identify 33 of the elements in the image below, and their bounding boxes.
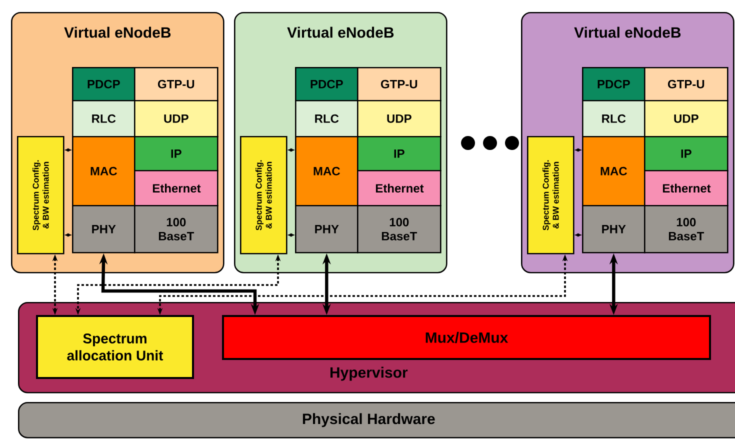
protocol-cell: RLC xyxy=(582,100,646,138)
protocol-cell: MAC xyxy=(295,136,358,206)
protocol-cell: MAC xyxy=(72,136,136,206)
protocol-cell: RLC xyxy=(72,100,136,138)
protocol-cell: UDP xyxy=(357,100,442,138)
protocol-cell: Ethernet xyxy=(644,170,728,206)
protocol-cell: Ethernet xyxy=(134,170,218,206)
protocol-cell: GTP-U xyxy=(644,67,728,102)
protocol-cell: PHY xyxy=(72,205,136,254)
protocol-cell: 100 BaseT xyxy=(134,205,218,254)
spectrum-config-box: Spectrum Config. & BW estimation xyxy=(240,136,288,254)
protocol-cell: GTP-U xyxy=(357,67,442,102)
protocol-cell: Ethernet xyxy=(357,170,442,206)
protocol-cell: IP xyxy=(644,136,728,172)
protocol-cell: RLC xyxy=(295,100,358,138)
protocol-cell: UDP xyxy=(644,100,728,138)
protocol-cell: PHY xyxy=(582,205,646,254)
spectrum-config-box: Spectrum Config. & BW estimation xyxy=(17,136,64,254)
mux-demux-bar: Mux/DeMux xyxy=(222,315,711,360)
protocol-cell: PHY xyxy=(295,205,358,254)
spectrum-config-box: Spectrum Config. & BW estimation xyxy=(527,136,574,254)
protocol-cell: IP xyxy=(357,136,442,172)
protocol-cell: IP xyxy=(134,136,218,172)
protocol-cell: 100 BaseT xyxy=(357,205,442,254)
protocol-cell: PDCP xyxy=(72,67,136,102)
hardware-bar: Physical Hardware xyxy=(18,402,735,438)
protocol-cell: UDP xyxy=(134,100,218,138)
protocol-cell: GTP-U xyxy=(134,67,218,102)
protocol-cell: MAC xyxy=(582,136,646,206)
protocol-cell: PDCP xyxy=(295,67,358,102)
allocation-unit-box: Spectrum allocation Unit xyxy=(36,315,194,379)
protocol-cell: PDCP xyxy=(582,67,646,102)
protocol-cell: 100 BaseT xyxy=(644,205,728,254)
